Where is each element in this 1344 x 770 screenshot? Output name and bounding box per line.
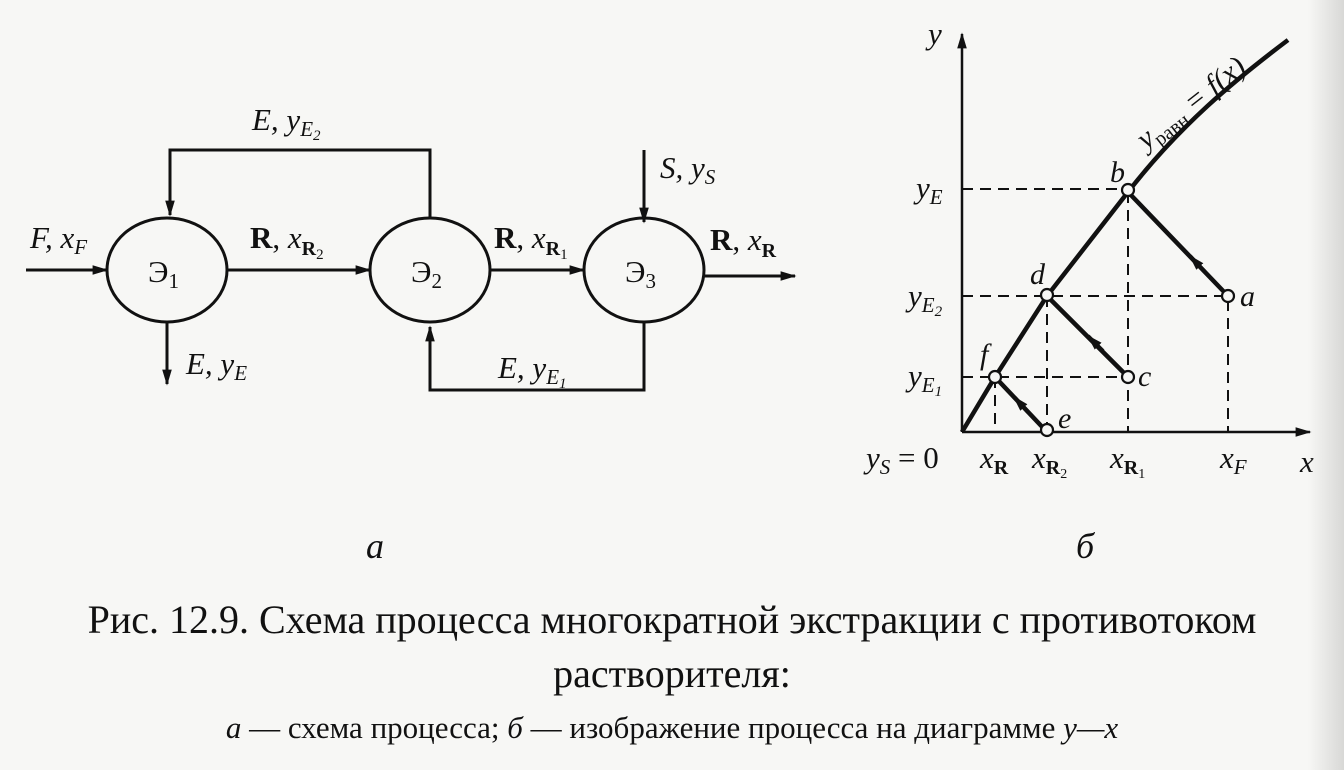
raffinate-out-label: R, xR: [710, 222, 777, 262]
caption-line-1: Рис. 12.9. Схема процесса многократной э…: [87, 597, 1257, 642]
xtick-xR1: xR1: [1109, 440, 1145, 482]
caption-line-2: растворителя:: [553, 651, 791, 696]
ytick-yE: yE: [913, 170, 943, 209]
svg-text:f: f: [980, 338, 992, 371]
svg-text:e: e: [1058, 402, 1071, 435]
svg-text:d: d: [1030, 258, 1046, 291]
stage-3-label: Э3: [625, 254, 656, 293]
xtick-xR2: xR2: [1031, 440, 1067, 482]
diagram-points: [987, 182, 1236, 438]
extraction-figure: Э1 Э2 Э3 F, xF R, xR2 R, xR1 R, xR E, yE…: [26, 16, 1314, 566]
direction-arrow-ef: [1012, 395, 1030, 414]
process-scheme: Э1 Э2 Э3 F, xF R, xR2 R, xR1 R, xR E, yE…: [26, 102, 797, 566]
stage-1: Э1: [105, 216, 229, 324]
equilibrium-curve-label: yравн = f(x): [1128, 50, 1255, 161]
caption-legend: а — схема процесса; б — изображение проц…: [0, 710, 1344, 746]
stage-3: Э3: [582, 216, 706, 324]
caption-sub-a-text: — схема процесса;: [241, 710, 508, 745]
yx-diagram: y x yравн = f(x): [863, 16, 1314, 566]
point-e: [1039, 422, 1055, 438]
svg-text:c: c: [1138, 360, 1151, 393]
stage-1-label: Э1: [148, 254, 179, 293]
page-edge-shadow: [1308, 0, 1344, 770]
caption-axes: y—x: [1063, 710, 1119, 745]
point-d: [1039, 287, 1055, 303]
xtick-xF: xF: [1219, 440, 1247, 479]
extract-1-label: E, yE1: [497, 350, 567, 392]
raffinate-2-3-label: R, xR1: [494, 220, 568, 263]
solvent-label: S, yS: [660, 150, 716, 189]
point-f: [987, 369, 1003, 385]
raffinate-1-2-label: R, xR2: [250, 220, 324, 263]
svg-text:a: a: [1240, 280, 1255, 313]
svg-text:b: b: [1110, 156, 1125, 189]
point-labels: b a d c f e: [980, 156, 1255, 435]
dashed-guides: [962, 188, 1229, 432]
caption-sub-b: б: [507, 710, 523, 745]
feed-label: F, xF: [29, 220, 87, 259]
point-a: [1220, 288, 1236, 304]
panel-a-label: а: [366, 526, 384, 566]
stage-2: Э2: [368, 216, 492, 324]
operating-line-ab: [1126, 190, 1230, 298]
y-axis-label: y: [925, 16, 942, 51]
stage-2-label: Э2: [411, 254, 442, 293]
ytick-yE2: yE2: [905, 278, 943, 320]
direction-arrow-cd: [1086, 334, 1105, 353]
direction-arrow-ab: [1188, 254, 1207, 274]
point-c: [1120, 369, 1136, 385]
extract-1-loop: [425, 322, 646, 392]
xtick-xR: xR: [979, 440, 1009, 479]
extract-2-loop: [165, 148, 432, 218]
caption-sub-b-text: — изображение процесса на диаграмме: [522, 710, 1064, 745]
point-b: [1120, 182, 1136, 198]
origin-label: yS = 0: [863, 440, 939, 479]
ytick-yE1: yE1: [905, 358, 942, 400]
operating-line-cd: [1045, 294, 1130, 379]
panel-b-label: б: [1076, 526, 1096, 566]
extract-out-label: E, yE: [185, 346, 247, 385]
caption-sub-a: а: [225, 710, 242, 745]
extract-2-label: E, yE2: [251, 102, 321, 144]
